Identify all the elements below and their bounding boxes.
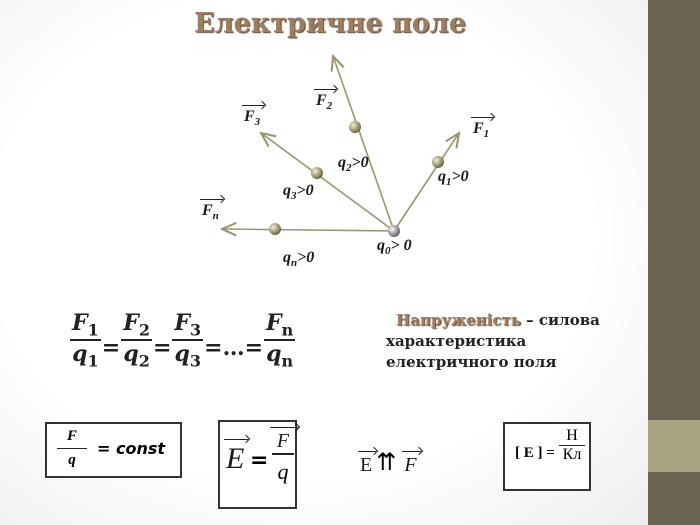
equals: = (152, 335, 172, 362)
label-f1: F1 (470, 116, 494, 141)
force-arrow-f2 (333, 56, 395, 232)
equals: = (250, 448, 269, 473)
charge-q1 (432, 156, 444, 168)
label-qn: qn>0 (283, 249, 315, 270)
label-f2: F2 (313, 88, 337, 113)
ratio-denominator: q (68, 452, 76, 468)
label-q2: q2>0 (338, 154, 369, 175)
force-arrow-fn (222, 229, 395, 231)
definition-rest: – силова характеристика електричного пол… (386, 311, 600, 371)
vector-e: E (357, 451, 377, 476)
unit-newton: Н (559, 427, 585, 446)
ratio-numerator: F (57, 428, 87, 449)
equals: = (101, 335, 121, 362)
label-fn: Fn (200, 198, 223, 223)
charge-q3 (311, 167, 323, 179)
slide-title: Електричне поле (193, 8, 467, 39)
charge-q0 (388, 225, 400, 237)
equals-ellipsis: =…= (204, 335, 264, 362)
unit-label: [ E ] = (515, 445, 555, 461)
unit-coulomb: Кл (562, 446, 582, 463)
codirectional-relation: E ⇈ F (357, 448, 421, 477)
force-diagram (0, 0, 648, 237)
vector-f: F (270, 427, 298, 455)
definition-text: Напруженість – силова характеристика еле… (386, 310, 636, 373)
definition-term: Напруженість (396, 311, 521, 329)
vector-f: F (402, 451, 421, 476)
ratio-const: = const (97, 439, 166, 458)
formula-box-ratio-const: F q = const (45, 422, 182, 478)
formula-box-field-strength: E = F q (218, 420, 298, 509)
charge-q: q (277, 459, 289, 484)
charge-q2 (349, 121, 361, 133)
label-q1: q1>0 (438, 168, 469, 189)
vector-e: E (223, 439, 249, 475)
codirectional-arrows-icon: ⇈ (376, 450, 397, 476)
label-q3: q3>0 (283, 182, 314, 203)
force-arrow-f3 (261, 133, 395, 232)
force-arrow-f1 (393, 133, 459, 232)
sidebar-accent-band (648, 420, 700, 472)
label-f3: F3 (241, 104, 265, 129)
formula-box-unit: [ E ] = Н Кл (503, 422, 591, 491)
label-q0: q0> 0 (377, 237, 412, 258)
charge-qn (269, 223, 281, 235)
